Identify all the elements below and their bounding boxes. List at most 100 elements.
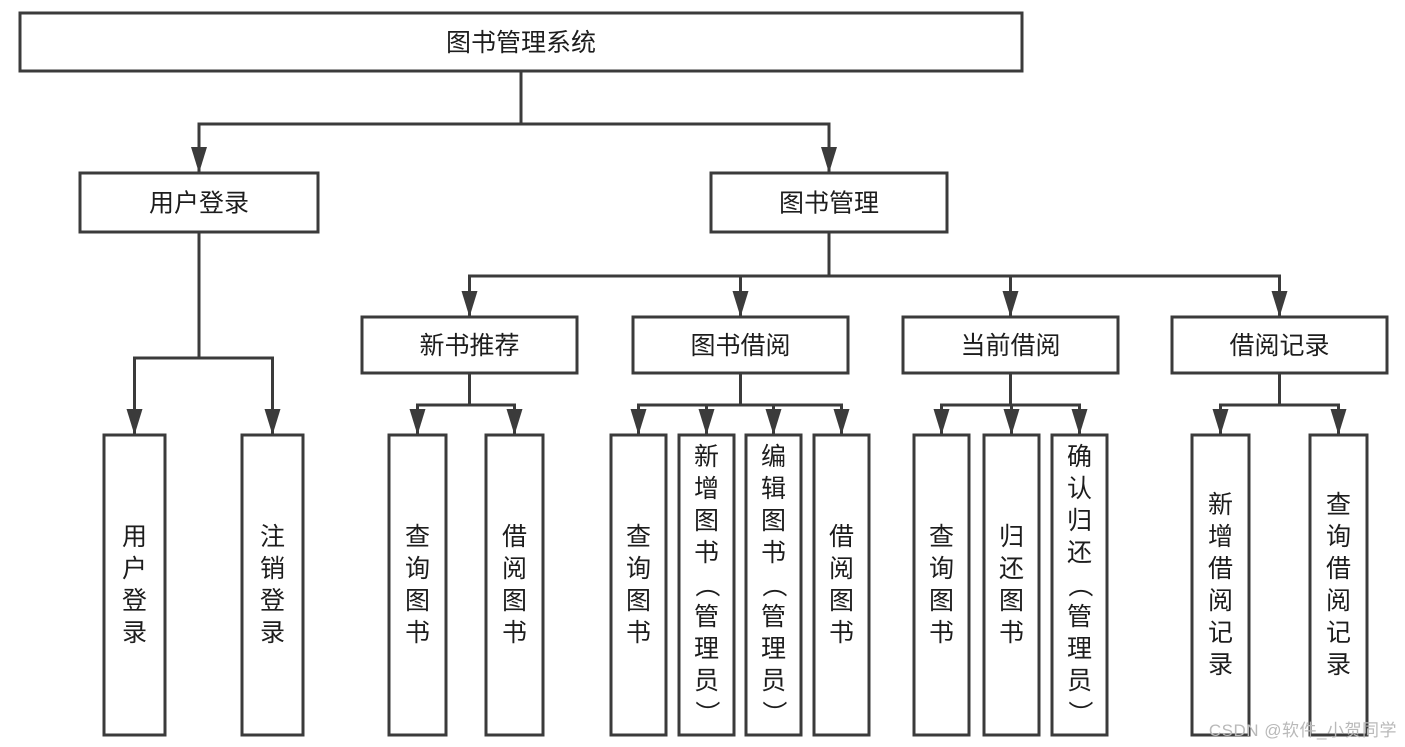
- node-box[interactable]: [360, 315, 579, 375]
- node-borrow-query-book[interactable]: [609, 433, 668, 737]
- svg-text:记: 记: [1208, 619, 1233, 647]
- node-box[interactable]: [1170, 315, 1389, 375]
- node-box[interactable]: [982, 433, 1041, 737]
- svg-text:图: 图: [626, 587, 651, 615]
- svg-text:新: 新: [694, 443, 719, 471]
- svg-text:登: 登: [260, 587, 285, 615]
- svg-text:查: 查: [405, 523, 430, 551]
- arrow-head: [1071, 409, 1088, 435]
- svg-text:图: 图: [929, 587, 954, 615]
- svg-text:辑: 辑: [761, 475, 786, 503]
- svg-text:阅: 阅: [1208, 587, 1233, 615]
- svg-text:（: （: [1066, 572, 1094, 597]
- node-box[interactable]: [387, 433, 448, 737]
- svg-text:录: 录: [260, 619, 285, 647]
- svg-text:增: 增: [694, 475, 719, 503]
- node-current-return-book[interactable]: [982, 433, 1041, 737]
- node-new-book-recommend[interactable]: 新书推荐: [360, 315, 579, 375]
- svg-text:借: 借: [829, 523, 854, 551]
- svg-text:借: 借: [1208, 555, 1233, 583]
- svg-text:阅: 阅: [829, 555, 854, 583]
- arrow-head: [1271, 291, 1288, 317]
- svg-text:借: 借: [502, 523, 527, 551]
- svg-text:还: 还: [999, 555, 1024, 583]
- node-root[interactable]: 图书管理系统: [18, 11, 1024, 73]
- node-borrow-borrow-book[interactable]: [812, 433, 871, 737]
- node-box[interactable]: [484, 433, 545, 737]
- node-label: 用户登录: [149, 190, 249, 218]
- edge-layer: [126, 69, 1347, 437]
- svg-text:图: 图: [694, 507, 719, 535]
- node-box[interactable]: [812, 433, 871, 737]
- svg-text:阅: 阅: [502, 555, 527, 583]
- node-current-borrow[interactable]: 当前借阅: [901, 315, 1120, 375]
- node-user-login[interactable]: 用户登录: [78, 171, 320, 234]
- node-box[interactable]: [609, 433, 668, 737]
- node-recommend-query-book[interactable]: [387, 433, 448, 737]
- svg-text:登: 登: [122, 587, 147, 615]
- svg-text:图: 图: [502, 587, 527, 615]
- svg-text:书: 书: [626, 619, 651, 647]
- svg-text:询: 询: [626, 555, 651, 583]
- node-layer: 图书管理系统用户登录用户登录注销登录图书管理新书推荐查询图书借阅图书图书借阅查询…: [18, 11, 1389, 737]
- node-box[interactable]: [18, 11, 1024, 73]
- node-box[interactable]: [1308, 433, 1369, 737]
- node-box[interactable]: [709, 171, 949, 234]
- node-borrow-edit-book[interactable]: [744, 433, 803, 737]
- node-label: 借阅记录: [1229, 332, 1329, 360]
- node-box[interactable]: [912, 433, 971, 737]
- arrow-head: [506, 409, 523, 435]
- svg-text:管: 管: [1067, 603, 1092, 631]
- node-box[interactable]: [901, 315, 1120, 375]
- svg-text:销: 销: [260, 555, 285, 583]
- svg-text:图: 图: [999, 587, 1024, 615]
- node-label: 图书借阅: [690, 332, 790, 360]
- svg-text:书: 书: [502, 619, 527, 647]
- arrow-head: [933, 409, 950, 435]
- node-record-query[interactable]: [1308, 433, 1369, 737]
- node-box[interactable]: [677, 433, 736, 737]
- node-label: 图书管理: [779, 190, 879, 218]
- svg-text:书: 书: [761, 539, 786, 567]
- node-user-logout-action[interactable]: [240, 433, 305, 737]
- node-borrow-add-book[interactable]: [677, 433, 736, 737]
- arrow-head: [630, 409, 647, 435]
- arrow-head: [1330, 409, 1347, 435]
- node-box[interactable]: [78, 171, 320, 234]
- node-box[interactable]: [1050, 433, 1109, 737]
- arrow-head: [1212, 409, 1229, 435]
- node-box[interactable]: [102, 433, 167, 737]
- node-box[interactable]: [1190, 433, 1251, 737]
- svg-text:录: 录: [122, 619, 147, 647]
- arrow-head: [765, 409, 782, 435]
- svg-text:）: ）: [1066, 700, 1094, 725]
- svg-text:增: 增: [1208, 523, 1233, 551]
- node-record-add[interactable]: [1190, 433, 1251, 737]
- node-recommend-borrow-book[interactable]: [484, 433, 545, 737]
- node-borrow-record[interactable]: 借阅记录: [1170, 315, 1389, 375]
- node-book-management[interactable]: 图书管理: [709, 171, 949, 234]
- node-current-confirm-return[interactable]: [1050, 433, 1109, 737]
- node-current-query-book[interactable]: [912, 433, 971, 737]
- node-box[interactable]: [631, 315, 850, 375]
- node-user-login-action[interactable]: [102, 433, 167, 737]
- node-box[interactable]: [240, 433, 305, 737]
- node-box[interactable]: [744, 433, 803, 737]
- svg-text:书: 书: [829, 619, 854, 647]
- svg-text:图: 图: [761, 507, 786, 535]
- svg-text:查: 查: [1326, 491, 1351, 519]
- svg-text:）: ）: [760, 700, 788, 725]
- svg-text:注: 注: [260, 523, 285, 551]
- svg-text:录: 录: [1208, 651, 1233, 679]
- svg-text:借: 借: [1326, 555, 1351, 583]
- node-book-borrow[interactable]: 图书借阅: [631, 315, 850, 375]
- arrow-head: [126, 409, 143, 435]
